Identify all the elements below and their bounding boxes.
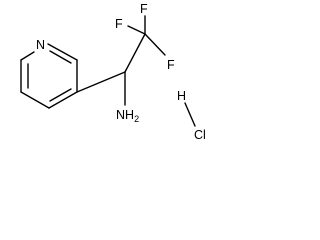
amine-subscript: 2 [134,114,139,124]
ring-double-bond-c3-c4 [49,88,72,102]
ring-bond-c3-c4 [48,91,78,109]
ring-bond-n-c2 [47,43,78,61]
ring-nitrogen-label: N [36,38,45,52]
chemical-structure: N F F F NH2 H Cl [20,2,206,142]
pyridine-ring [20,43,78,109]
amine-label: NH2 [116,108,139,124]
ring-bond-c4-c5 [20,91,50,109]
hydrogen-label: H [177,89,186,103]
chlorine-label: Cl [194,128,206,142]
fluorine-left-label: F [115,17,123,31]
bond-c-to-f-right [144,33,166,56]
structure-canvas: N F F F NH2 H Cl [0,0,214,155]
amine-nh-text: NH [116,108,134,122]
fluorine-top-label: F [140,2,148,16]
ring-double-bond-n-c2 [49,50,72,64]
bond-ring-to-ch [76,71,126,93]
ring-bond-c6-n [20,51,35,61]
bond-c-to-f-left [127,25,146,35]
bond-ch-to-cf3 [124,33,146,73]
fluorine-right-label: F [167,58,175,72]
bond-h-cl [184,102,196,127]
side-chain [76,15,166,106]
